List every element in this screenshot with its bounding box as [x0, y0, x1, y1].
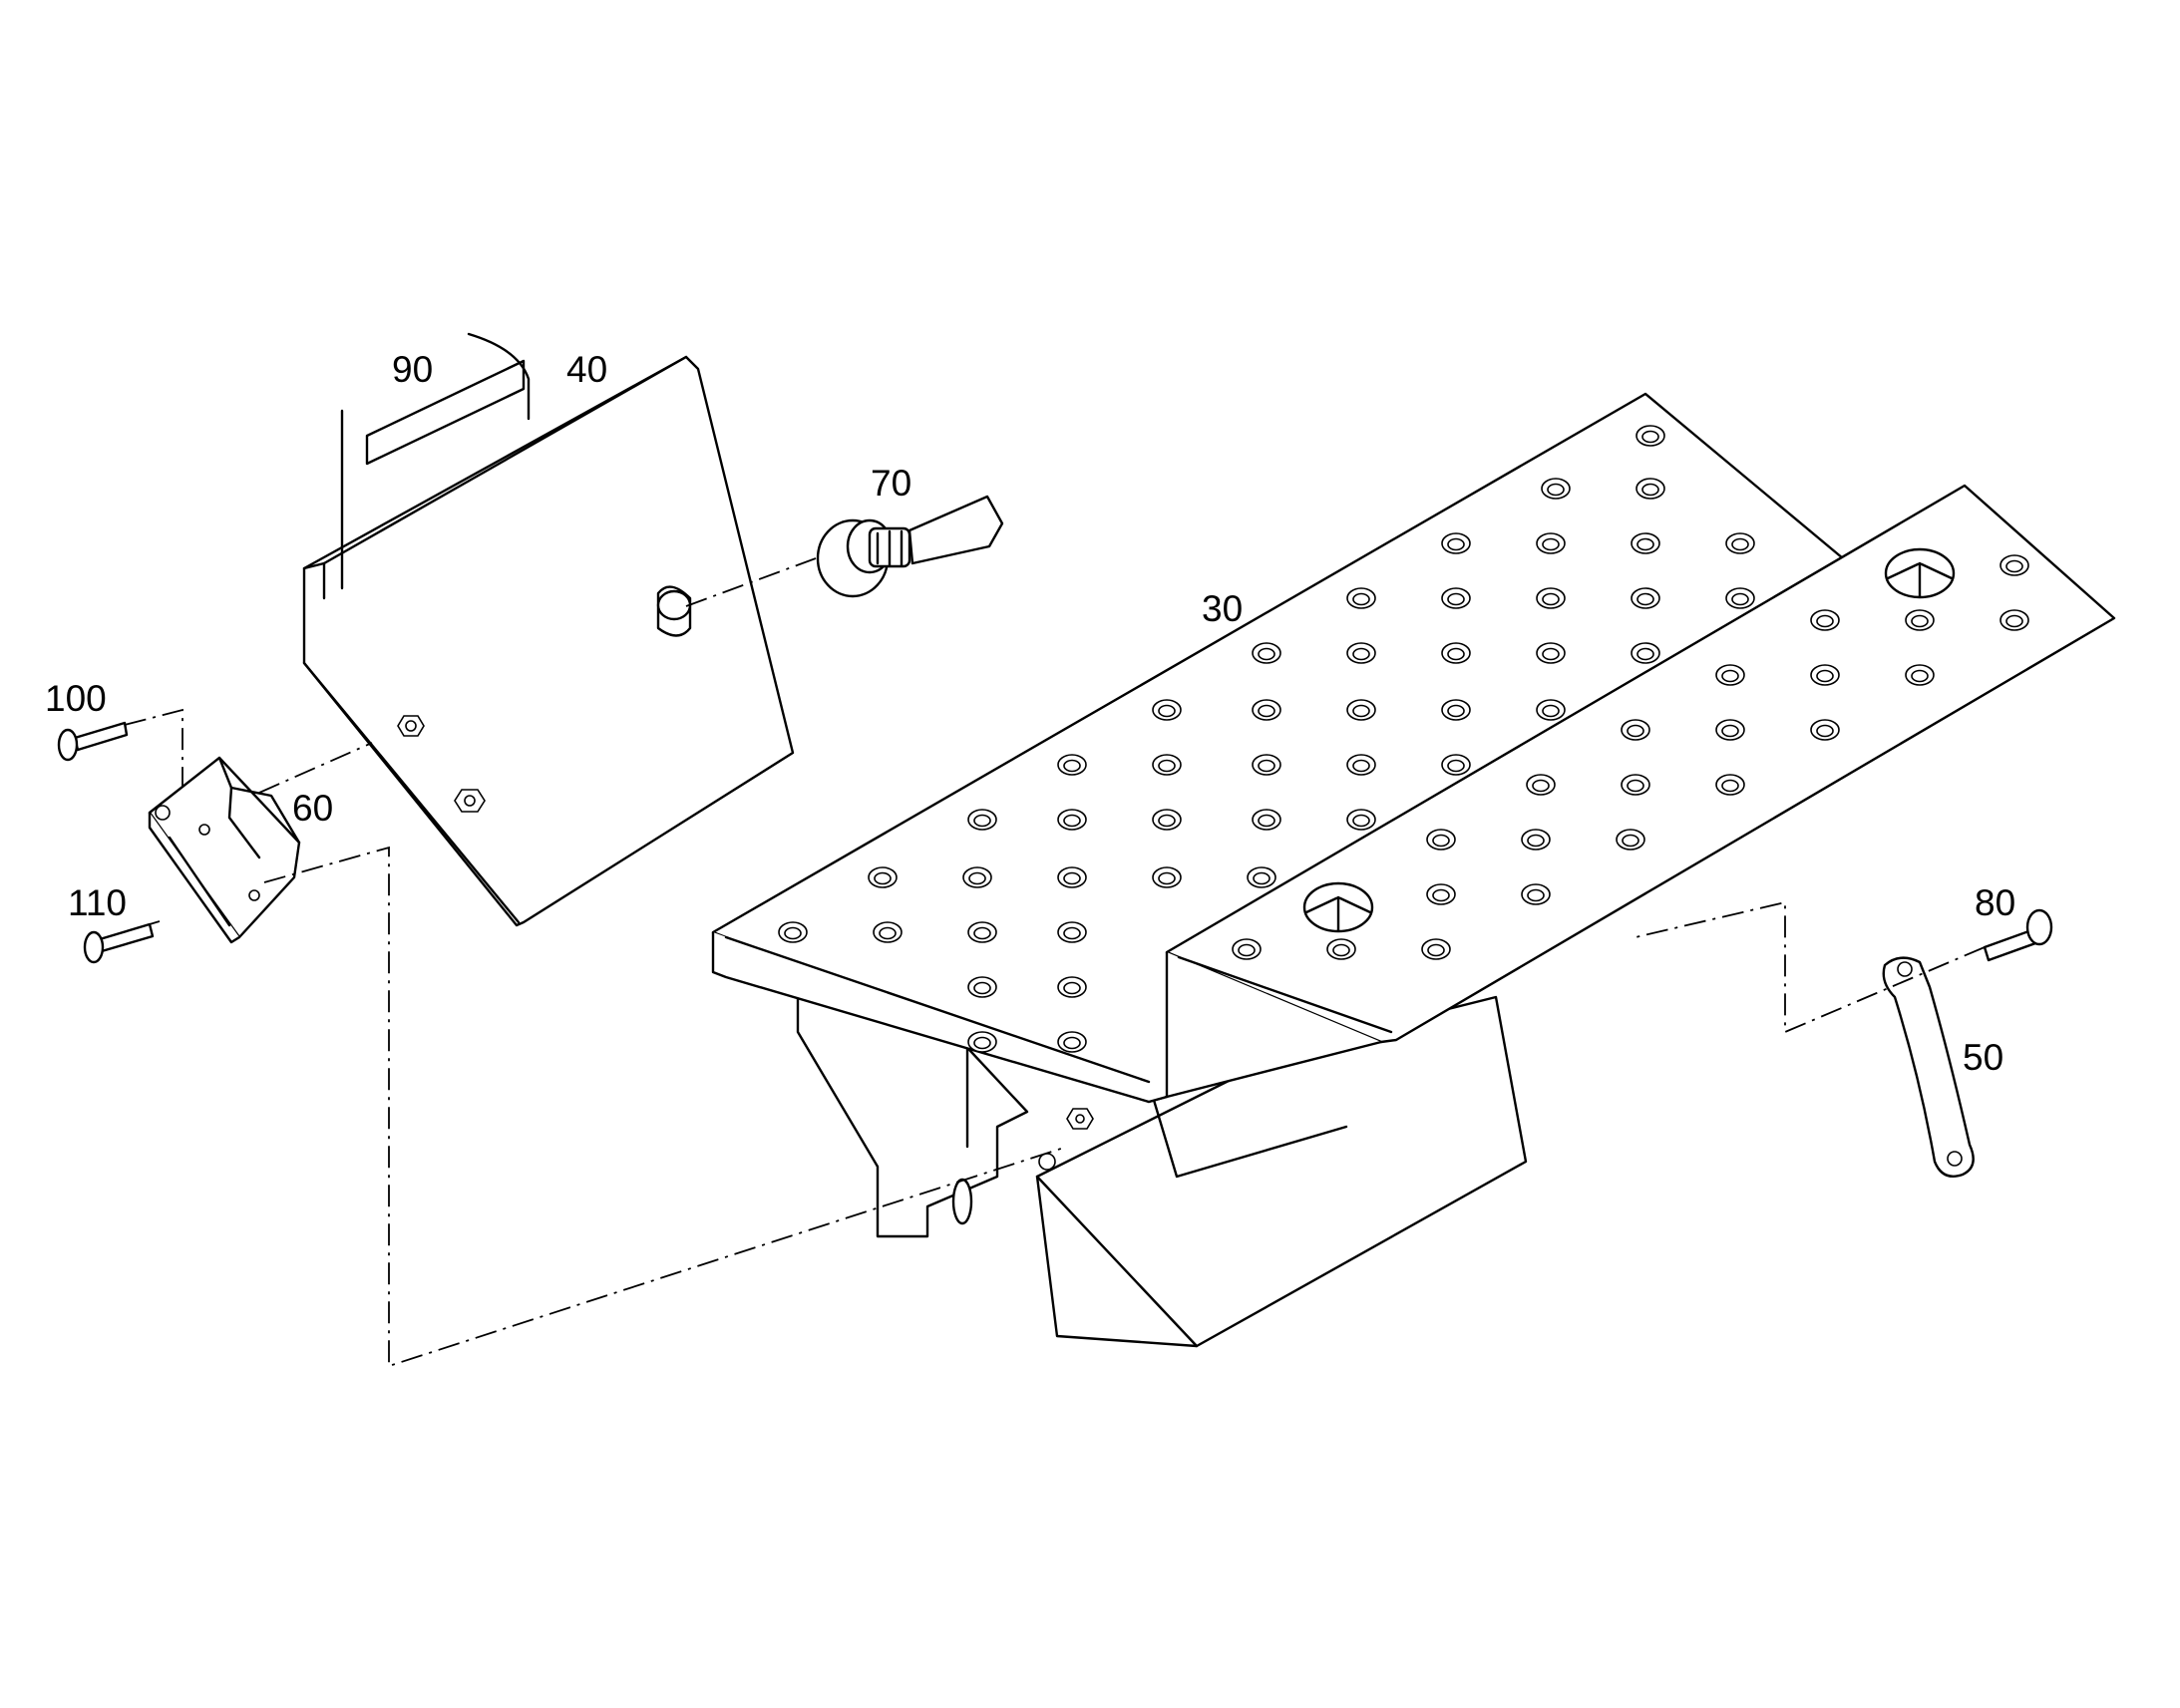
rivet-part-110[interactable] — [83, 922, 155, 964]
rivet-icon — [83, 922, 155, 964]
strap-part-50[interactable] — [1882, 956, 1975, 1179]
callout-40: 40 — [566, 349, 607, 390]
callout-labels: 30 40 50 60 70 80 90 100 110 — [45, 349, 2015, 1078]
callout-90: 90 — [392, 349, 433, 390]
rivet-icon — [1983, 908, 2053, 962]
assembly-centerlines — [124, 557, 1986, 1368]
rivet-part-80[interactable] — [1983, 908, 2053, 962]
latch-part-60[interactable] — [148, 756, 301, 944]
callout-60: 60 — [292, 788, 333, 829]
rear-plate-hole — [1884, 547, 1956, 599]
callout-110: 110 — [68, 882, 127, 923]
rivet-icon — [57, 721, 129, 762]
callout-30: 30 — [1202, 588, 1243, 629]
cover-plate-part-40 — [302, 355, 795, 927]
rivet-part-100[interactable] — [57, 721, 129, 762]
callout-80: 80 — [1975, 882, 2015, 923]
seal-strip-part-90 — [340, 332, 531, 590]
step-assembly-part-30 — [711, 392, 2116, 1348]
front-plate-hole — [1302, 881, 1374, 933]
callout-70: 70 — [871, 463, 911, 504]
cam-lock-part-70[interactable] — [816, 495, 1004, 598]
cam-lock-icon — [816, 495, 1004, 598]
callout-50: 50 — [1963, 1037, 2003, 1078]
callout-100: 100 — [45, 678, 107, 719]
hex-nut-icon — [454, 789, 486, 813]
hex-nut-icon — [1066, 1108, 1094, 1130]
hex-nut-icon — [397, 715, 425, 737]
